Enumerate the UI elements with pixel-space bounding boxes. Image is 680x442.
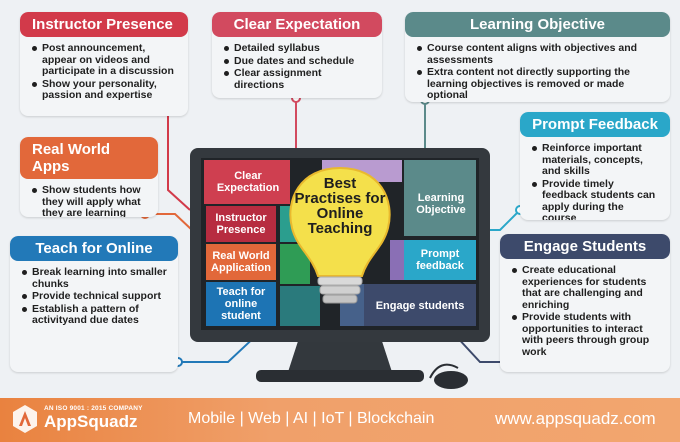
card-real-world-apps: Real World Apps Show students how they w… bbox=[20, 137, 158, 217]
puzzle-engage bbox=[364, 284, 476, 326]
card-clear-expectation: Clear Expectation Detailed syllabus Due … bbox=[212, 12, 382, 98]
iso-text: AN ISO 9001 : 2015 COMPANY bbox=[44, 405, 143, 412]
list-item: Establish a pattern of activityand due d… bbox=[22, 303, 168, 327]
puzzle-label-clear: Clear Expectation bbox=[216, 170, 280, 194]
website-link[interactable]: www.appsquadz.com bbox=[495, 409, 656, 428]
monitor-base bbox=[256, 370, 424, 382]
card-title: Engage Students bbox=[500, 234, 670, 259]
bulb-base-ring bbox=[317, 276, 363, 286]
puzzle-label-instructor: Instructor Presence bbox=[215, 212, 267, 236]
list-item: Clear assignment directions bbox=[224, 67, 372, 91]
card-list: Create educational experiences for stude… bbox=[500, 259, 670, 363]
appsquadz-logo-icon bbox=[13, 405, 37, 433]
list-item: Course content aligns with objectives an… bbox=[417, 42, 660, 66]
monitor-stand bbox=[288, 335, 392, 372]
puzzle-instructor bbox=[206, 206, 276, 242]
list-item: Create educational experiences for stude… bbox=[512, 264, 660, 311]
card-teach-for-online: Teach for Online Break learning into sma… bbox=[10, 236, 178, 372]
puzzle-learning bbox=[404, 160, 476, 236]
puzzle-clear bbox=[204, 160, 290, 204]
mouse-icon bbox=[434, 371, 468, 389]
card-list: Course content aligns with objectives an… bbox=[405, 37, 670, 102]
bulb-heading: Best Practises for Online Teaching bbox=[294, 175, 386, 237]
list-item: Extra content not directly supporting th… bbox=[417, 66, 660, 102]
card-learning-objective: Learning Objective Course content aligns… bbox=[405, 12, 670, 102]
card-engage-students: Engage Students Create educational exper… bbox=[500, 234, 670, 372]
list-item: Provide timely feedback students can app… bbox=[532, 178, 660, 220]
puzzle-realworld bbox=[206, 244, 276, 280]
puzzle-darkteal bbox=[280, 286, 320, 326]
puzzle-label-engage: Engage students bbox=[375, 300, 465, 312]
list-item: Provide technical support bbox=[22, 290, 168, 303]
list-item: Show students how they will apply what t… bbox=[32, 184, 148, 217]
list-item: Reinforce important materials, concepts,… bbox=[532, 142, 660, 178]
bulb-base-ring bbox=[322, 294, 358, 304]
card-title: Instructor Presence bbox=[20, 12, 188, 37]
list-item: Due dates and schedule bbox=[224, 55, 372, 68]
card-title: Clear Expectation bbox=[212, 12, 382, 37]
puzzle-label-realworld: Real World Application bbox=[211, 250, 271, 274]
puzzle-prompt bbox=[404, 240, 476, 280]
card-prompt-feedback: Prompt Feedback Reinforce important mate… bbox=[520, 112, 670, 220]
lightbulb-icon bbox=[289, 166, 391, 277]
card-title: Prompt Feedback bbox=[520, 112, 670, 137]
card-instructor-presence: Instructor Presence Post announcement, a… bbox=[20, 12, 188, 116]
puzzle-label-learning: Learning Objective bbox=[416, 192, 466, 216]
footer-tagline: Mobile | Web | AI | IoT | Blockchain bbox=[188, 410, 435, 427]
card-list: Post announcement, appear on videos and … bbox=[20, 37, 188, 107]
puzzle-label-prompt: Prompt feedback bbox=[416, 248, 464, 272]
puzzle-label-teach: Teach for online student bbox=[216, 286, 266, 322]
card-title: Learning Objective bbox=[405, 12, 670, 37]
mouse-cable bbox=[429, 363, 459, 379]
list-item: Show your personality, passion and exper… bbox=[32, 78, 178, 102]
card-list: Break learning into smaller chunks Provi… bbox=[10, 261, 178, 332]
card-title: Teach for Online bbox=[10, 236, 178, 261]
footer-bar bbox=[0, 398, 680, 442]
card-list: Detailed syllabus Due dates and schedule… bbox=[212, 37, 382, 96]
list-item: Detailed syllabus bbox=[224, 42, 372, 55]
brand-name: AppSquadz bbox=[44, 412, 138, 431]
list-item: Break learning into smaller chunks bbox=[22, 266, 167, 290]
card-list: Reinforce important materials, concepts,… bbox=[520, 137, 670, 220]
bulb-base-ring bbox=[319, 285, 361, 295]
card-list: Show students how they will apply what t… bbox=[20, 179, 158, 217]
list-item: Post announcement, appear on videos and … bbox=[32, 42, 178, 78]
list-item: Provide students with opportunities to i… bbox=[512, 311, 660, 358]
puzzle-teach bbox=[206, 282, 276, 326]
card-title: Real World Apps bbox=[20, 137, 158, 179]
